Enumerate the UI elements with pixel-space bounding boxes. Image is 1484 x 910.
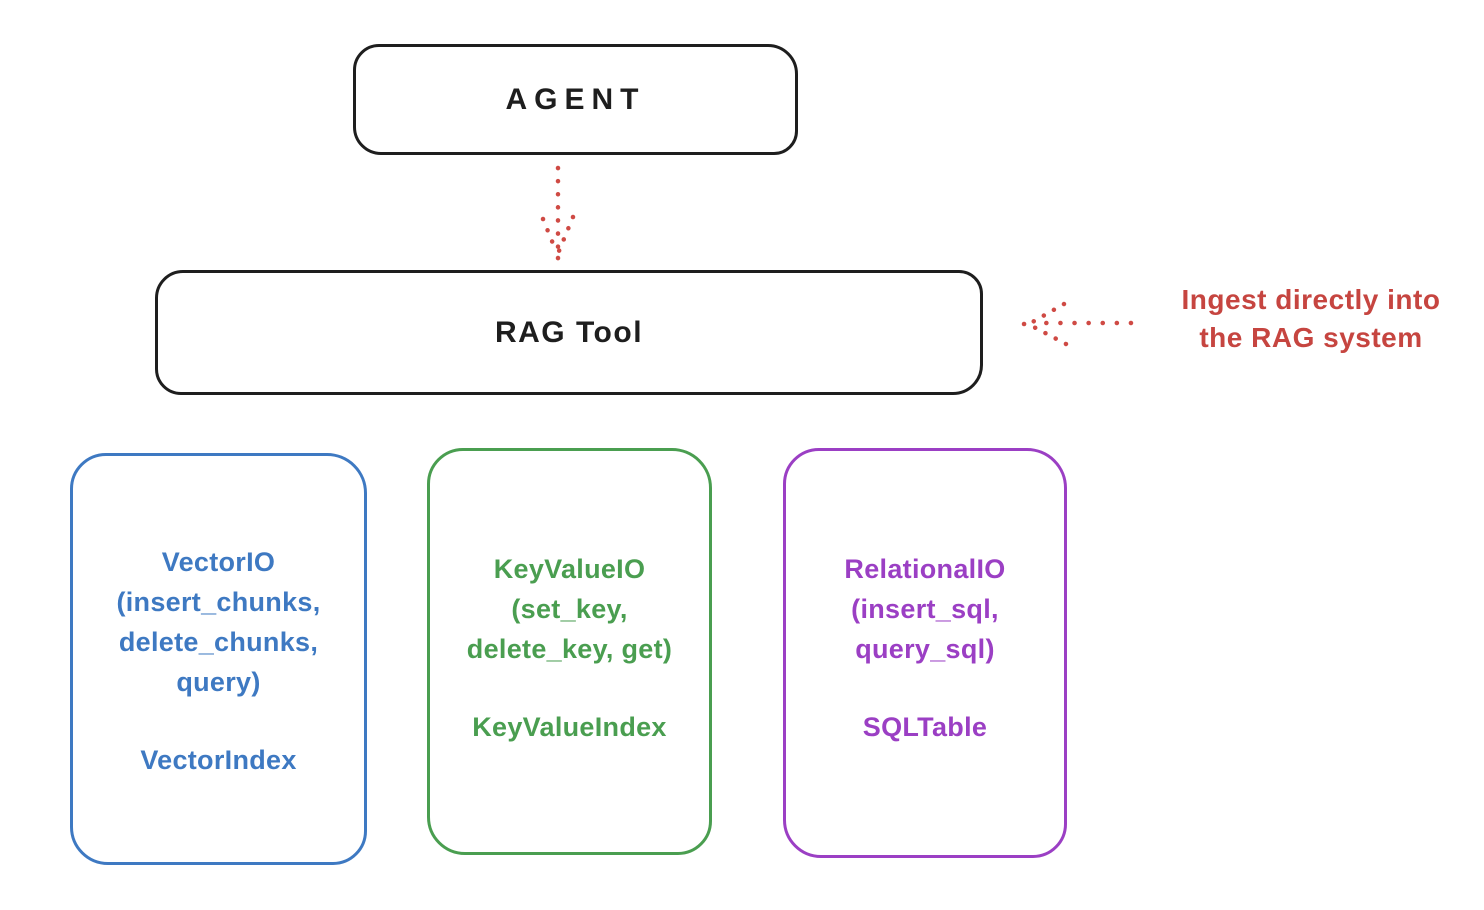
vectorindex-label: VectorIndex — [140, 745, 297, 775]
sqltable-label: SQLTable — [862, 712, 988, 742]
vectorio-line: (insert_chunks, — [116, 587, 321, 617]
agent-to-ragtool-arrow — [540, 165, 576, 261]
vectorio-line: query) — [176, 667, 261, 697]
rag-tool-label: RAG Tool — [494, 315, 644, 349]
vectorio-content: VectorIO (insert_chunks, delete_chunks, … — [73, 542, 364, 780]
vectorio-node: VectorIO (insert_chunks, delete_chunks, … — [70, 453, 367, 865]
keyvalueio-content: KeyValueIO (set_key, delete_key, get) Ke… — [430, 549, 709, 747]
agent-node: AGENT — [353, 44, 798, 155]
ingest-annotation-line1: Ingest directly into — [1181, 284, 1441, 315]
keyvalueio-line: (set_key, — [511, 594, 628, 624]
ingest-annotation-line2: the RAG system — [1199, 322, 1423, 353]
keyvalueio-line: delete_key, get) — [466, 634, 673, 664]
ingest-annotation: Ingest directly into the RAG system — [1138, 281, 1484, 357]
vectorio-line: VectorIO — [161, 547, 276, 577]
vectorio-line: delete_chunks, — [118, 627, 319, 657]
keyvalueindex-label: KeyValueIndex — [472, 712, 667, 742]
relationalio-line: query_sql) — [855, 634, 995, 664]
relationalio-line: (insert_sql, — [851, 594, 999, 624]
agent-label: AGENT — [505, 82, 646, 116]
ingest-arrow — [1021, 301, 1134, 347]
keyvalueio-line: KeyValueIO — [493, 554, 646, 584]
relationalio-node: RelationalIO (insert_sql, query_sql) SQL… — [783, 448, 1067, 858]
rag-tool-node: RAG Tool — [155, 270, 983, 395]
relationalio-content: RelationalIO (insert_sql, query_sql) SQL… — [786, 549, 1064, 747]
keyvalueio-node: KeyValueIO (set_key, delete_key, get) Ke… — [427, 448, 712, 855]
relationalio-line: RelationalIO — [844, 554, 1006, 584]
